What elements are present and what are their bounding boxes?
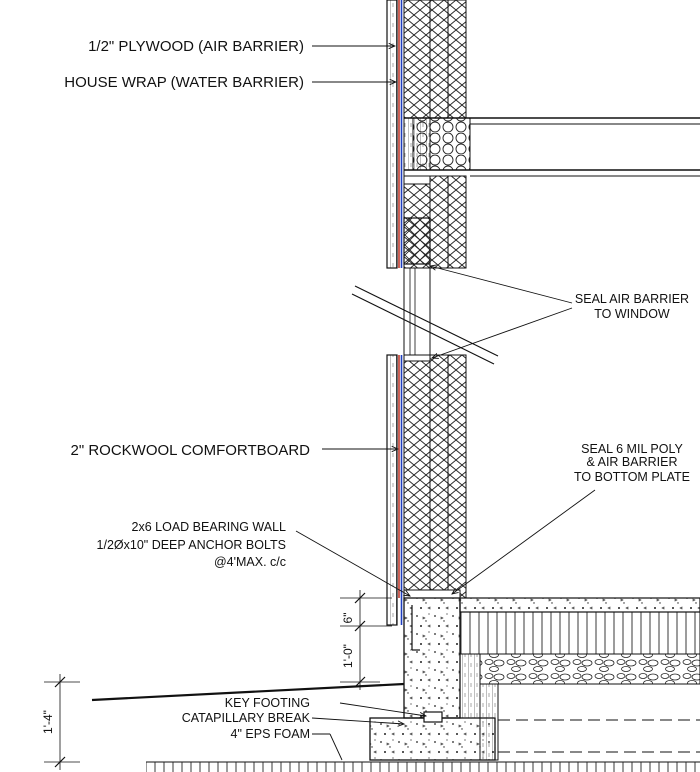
label-wall-1: 2x6 LOAD BEARING WALL [132, 520, 286, 534]
grade [91, 682, 700, 772]
window [351, 268, 499, 365]
label-wall-3: @4'MAX. c/c [214, 555, 286, 569]
leaders [295, 46, 596, 761]
label-seal-plate-2: & AIR BARRIER [587, 455, 678, 469]
label-plywood: 1/2" PLYWOOD (AIR BARRIER) [88, 38, 304, 55]
label-comfortboard: 2" ROCKWOOL COMFORTBOARD [70, 442, 310, 459]
label-key-footing: KEY FOOTING [225, 696, 310, 710]
label-seal-plate-1: SEAL 6 MIL POLY [581, 442, 683, 456]
foundation [369, 597, 700, 761]
label-eps-foam: 4" EPS FOAM [231, 727, 310, 741]
dim-one-four: 1'-4" [41, 710, 55, 734]
dim-six-inch: 6" [341, 613, 355, 624]
lower-wall [386, 354, 467, 626]
label-seal-window-2: TO WINDOW [594, 307, 670, 321]
bottom-plate [403, 589, 461, 599]
label-house-wrap: HOUSE WRAP (WATER BARRIER) [64, 74, 304, 91]
slab [459, 597, 700, 685]
label-capillary-break: CATAPILLARY BREAK [182, 711, 311, 725]
dim-one-foot: 1'-0" [341, 644, 355, 668]
key-footing-shape [423, 711, 443, 723]
window-header [403, 217, 431, 265]
dimensions: 6" 1'-0" 1'-4" [41, 590, 392, 770]
label-seal-plate-3: TO BOTTOM PLATE [574, 470, 690, 484]
annotations: 1/2" PLYWOOD (AIR BARRIER) HOUSE WRAP (W… [64, 38, 690, 741]
label-seal-window-1: SEAL AIR BARRIER [575, 292, 689, 306]
label-wall-2: 1/2Øx10" DEEP ANCHOR BOLTS [97, 538, 286, 552]
header-wall [403, 175, 467, 269]
floor-joist [403, 117, 700, 177]
